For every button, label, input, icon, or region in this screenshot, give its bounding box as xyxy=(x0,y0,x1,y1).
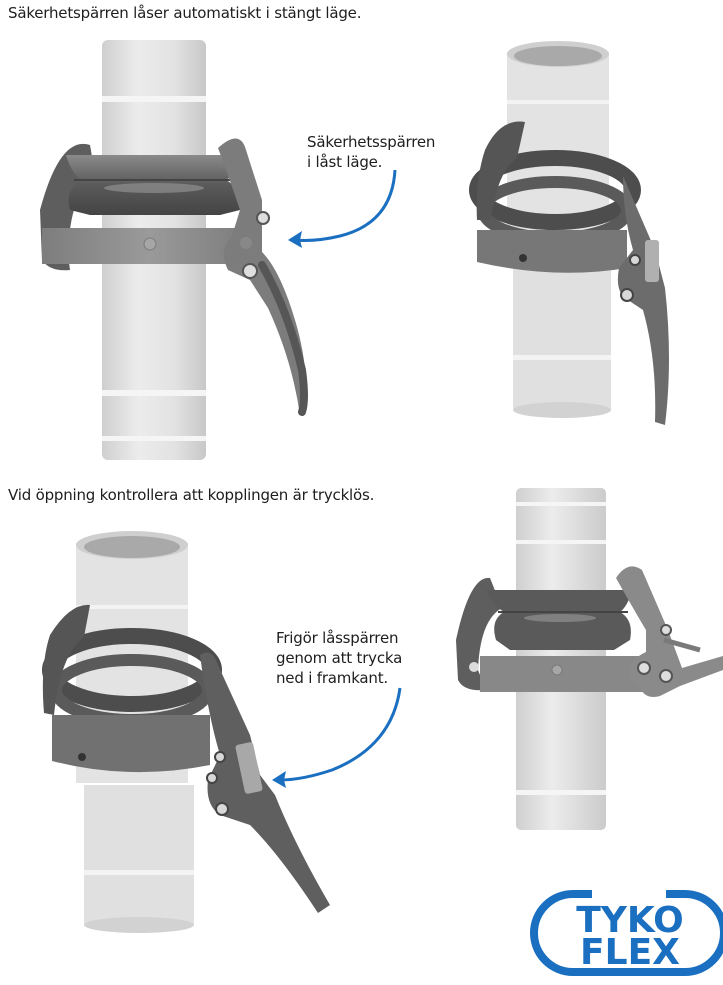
tykoflex-logo: TYKO FLEX xyxy=(530,888,723,977)
coupling-open-illustration xyxy=(456,488,723,830)
coupling-front-view-locked xyxy=(30,40,330,460)
tykoflex-logo-mark: TYKO FLEX xyxy=(530,890,723,976)
arrow-icon xyxy=(288,169,397,248)
logo-line2: FLEX xyxy=(580,932,680,973)
caption-lock-locked: Säkerhetsspärren i låst läge. xyxy=(307,132,435,172)
section1-heading: Säkerhetspärren låser automatiskt i stän… xyxy=(8,4,362,22)
caption-line: Frigör låsspärren xyxy=(276,629,399,647)
caption-release-lock: Frigör låsspärren genom att trycka ned i… xyxy=(276,628,402,688)
caption-line: genom att trycka xyxy=(276,649,403,667)
coupling-angled-view-locked xyxy=(455,40,685,460)
logo-line1: TYKO xyxy=(576,900,684,941)
arrow-icon xyxy=(272,687,402,788)
coupling-angled-view-release xyxy=(40,525,340,965)
coupling-angled-illustration xyxy=(469,41,669,425)
caption-line: ned i framkant. xyxy=(276,669,388,687)
coupling-release-illustration xyxy=(42,531,330,933)
coupling-front-illustration xyxy=(40,40,308,460)
section2-heading: Vid öppning kontrollera att kopplingen ä… xyxy=(8,486,375,504)
caption-line: i låst läge. xyxy=(307,153,383,171)
caption-line: Säkerhetsspärren xyxy=(307,133,436,151)
coupling-front-view-open xyxy=(450,480,723,830)
